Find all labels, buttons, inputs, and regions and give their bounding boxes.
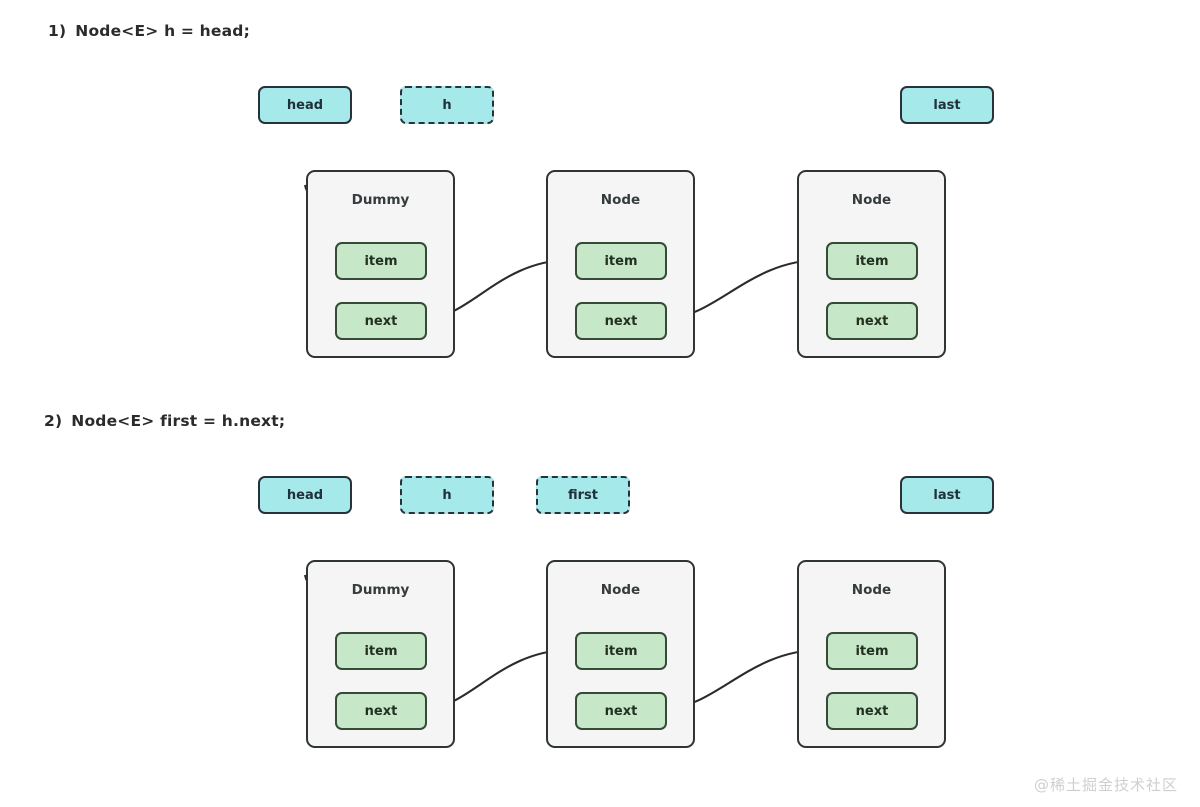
diagram-step-2: head h first last Dummy item next Node i… [0,450,1200,750]
diagram-step-1: head h last Dummy item next Node item ne… [0,60,1200,360]
pointer2-h-label: h [442,487,452,503]
node2-second-field-next[interactable]: next [575,692,667,730]
section-1-number: 1) [48,22,67,40]
node-dummy-field-next[interactable]: next [335,302,427,340]
section-2-code: Node<E> first = h.next; [71,412,286,430]
section-1-code: Node<E> h = head; [75,22,250,40]
pointer2-first[interactable]: first [536,476,630,514]
node2-third-field-next[interactable]: next [826,692,918,730]
section-2-caption: 2) Node<E> first = h.next; [44,412,285,430]
node2-second-field-item[interactable]: item [575,632,667,670]
pointer2-head-label: head [286,487,324,503]
pointer2-last-label: last [933,487,961,503]
pointer2-h[interactable]: h [400,476,494,514]
pointer-last-label: last [933,97,961,113]
node-third-field-next[interactable]: next [826,302,918,340]
node2-third[interactable]: Node item next [797,560,946,748]
node-dummy-field-item[interactable]: item [335,242,427,280]
section-1-caption: 1) Node<E> h = head; [48,22,250,40]
node-dummy[interactable]: Dummy item next [306,170,455,358]
node2-dummy-title: Dummy [351,582,410,598]
node-third-title: Node [851,192,892,208]
node-dummy-title: Dummy [351,192,410,208]
node2-second-title: Node [600,582,641,598]
node-second-title: Node [600,192,641,208]
node2-third-field-item[interactable]: item [826,632,918,670]
pointer2-first-label: first [568,487,598,503]
pointer2-head[interactable]: head [258,476,352,514]
node-second-field-next[interactable]: next [575,302,667,340]
node2-dummy-field-item[interactable]: item [335,632,427,670]
node-second-field-item[interactable]: item [575,242,667,280]
node2-second[interactable]: Node item next [546,560,695,748]
node-second[interactable]: Node item next [546,170,695,358]
pointer-h[interactable]: h [400,86,494,124]
watermark: @稀土掘金技术社区 [1033,776,1178,794]
node2-dummy[interactable]: Dummy item next [306,560,455,748]
pointer-head-label: head [286,97,324,113]
pointer2-last[interactable]: last [900,476,994,514]
section-2-number: 2) [44,412,63,430]
node-third[interactable]: Node item next [797,170,946,358]
pointer-head[interactable]: head [258,86,352,124]
node2-third-title: Node [851,582,892,598]
node-third-field-item[interactable]: item [826,242,918,280]
node2-dummy-field-next[interactable]: next [335,692,427,730]
pointer-last[interactable]: last [900,86,994,124]
pointer-h-label: h [442,97,452,113]
